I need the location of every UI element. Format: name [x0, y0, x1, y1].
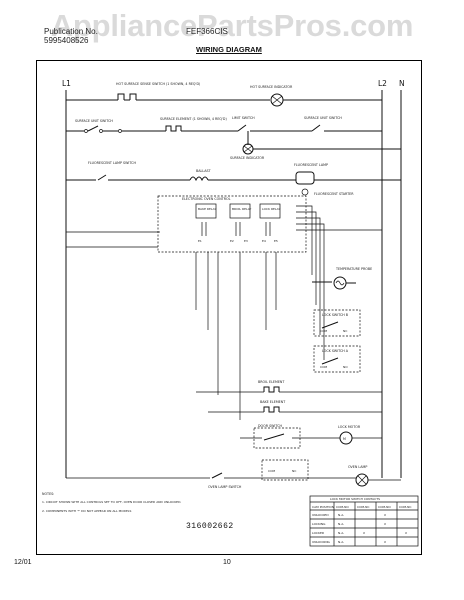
bake-element-icon	[263, 406, 280, 413]
lock-motor-icon	[339, 431, 353, 445]
oven-lamp-label: OVEN LAMP	[348, 465, 367, 469]
table-header-3: COM-NO	[378, 505, 391, 509]
svg-text:NC: NC	[343, 329, 347, 333]
lock-switch-a-label: LOCK SWITCH A	[322, 349, 349, 353]
watermark: AppliancePartsPros.com	[50, 8, 414, 43]
surface-unit-switch2-label: SURFACE UNIT SWITCH	[304, 116, 342, 120]
lock-switch-b-label: LOCK SWITCH B	[322, 313, 349, 317]
table-cell: LOCKED	[312, 531, 325, 535]
table-cell: X	[384, 522, 386, 526]
table-cell: X	[384, 513, 386, 517]
lock-motor-table	[309, 495, 419, 547]
line-l1-label: L1	[62, 79, 71, 88]
door-switch-label: DOOR SWITCH	[258, 424, 283, 428]
table-header-0: CAM POSITION	[312, 505, 334, 509]
ballast-icon	[189, 176, 209, 182]
diagram-title: WIRING DIAGRAM	[196, 45, 262, 54]
hot-indicator-label: HOT SURFACE INDICATOR	[250, 85, 293, 89]
bake-element	[208, 406, 382, 413]
fluorescent-lamp-label: FLUORESCENT LAMP	[294, 163, 328, 167]
table-cell: UNLOCKED	[312, 513, 329, 517]
lock-relay-box	[259, 203, 281, 219]
surface-element-icon	[165, 125, 182, 132]
bake-element-label: BAKE ELEMENT	[260, 400, 286, 404]
part-number: 316002662	[186, 522, 234, 531]
fluorescent-circuit	[66, 171, 401, 196]
lock-switch-a: COM NO	[313, 345, 361, 373]
diagram-frame	[36, 60, 422, 555]
door-switch-lower: COM NC	[261, 459, 309, 481]
lock-relay-label: LOCK RELAY	[262, 207, 280, 211]
svg-text:M: M	[343, 437, 346, 441]
lock-switch-b: COM NC	[313, 309, 361, 337]
oven-lamp-circuit	[66, 472, 401, 487]
broil-element-icon	[263, 386, 280, 393]
svg-text:COM: COM	[320, 365, 327, 369]
hot-surface-circuit	[66, 93, 382, 107]
broil-relay-label: BROIL RELAY	[232, 207, 252, 211]
eoc-label: ELECTRONIC OVEN CONTROL	[182, 197, 231, 201]
surface-element-circuit	[66, 124, 401, 155]
model-number: FEF366CIS	[186, 27, 228, 36]
electronic-oven-control: E1 E2 E3 E4 E5	[157, 195, 307, 253]
svg-text:COM: COM	[320, 329, 327, 333]
fluorescent-lamp-icon	[295, 171, 315, 185]
pin-e2: E2	[230, 239, 234, 243]
fluorescent-switch-label: FLUORESCENT LAMP SWITCH	[88, 161, 136, 165]
limit-switch-label: LIMIT SWITCH	[232, 116, 255, 120]
pin-e3: E3	[244, 239, 248, 243]
table-cell: X	[363, 531, 365, 535]
table-cell: X	[384, 540, 386, 544]
table-title: LOCK MOTOR SWITCH CONTACTS	[330, 497, 380, 501]
ballast-label: BALLAST	[196, 169, 212, 173]
broil-element	[196, 386, 382, 393]
table-cell: N.A.	[338, 540, 344, 544]
table-cell: X	[405, 531, 407, 535]
broil-element-label: BROIL ELEMENT	[258, 380, 285, 384]
bake-relay-label: BAKE RELAY	[198, 207, 216, 211]
footer-date: 12/01	[14, 559, 32, 566]
note-2: 2. COMPONENTS WITH '*' DO NOT APPEAR ON …	[42, 509, 132, 513]
table-header-1: COM-NO	[336, 505, 349, 509]
eoc-wiring	[66, 205, 382, 420]
svg-text:NC: NC	[292, 469, 296, 473]
oven-lamp-switch-label: OVEN LAMP SWITCH	[208, 485, 242, 489]
publication-number: 5995408526	[44, 36, 89, 45]
table-cell: N.A.	[338, 513, 344, 517]
table-header-4: COM-NC	[399, 505, 411, 509]
publication-label: Publication No.	[44, 27, 98, 36]
table-header-2: COM-NC	[357, 505, 369, 509]
fluorescent-starter-label: FLUORESCENT STARTER	[314, 192, 354, 196]
table-cell: UNLOCKING	[312, 540, 331, 544]
temperature-probe	[312, 276, 356, 290]
door-switch: M	[240, 427, 382, 449]
surface-element-label: SURFACE ELEMENT (1 SHOWN, 4 REQ'D)	[160, 117, 227, 121]
svg-text:COM: COM	[268, 469, 275, 473]
pin-e5: E5	[274, 239, 278, 243]
table-cell: LOCKING	[312, 522, 326, 526]
svg-text:NO: NO	[343, 365, 348, 369]
note-1: 1. CIRCUIT SHOWN WITH ALL CONTROLS SET T…	[42, 500, 181, 504]
line-n-label: N	[399, 79, 405, 88]
bake-relay-box	[195, 203, 217, 219]
surface-unit-switch-label: SURFACE UNIT SWITCH	[75, 119, 113, 123]
notes-heading: NOTES:	[42, 492, 54, 496]
broil-relay-box	[229, 203, 251, 219]
temp-probe-label: TEMPERATURE PROBE	[335, 267, 372, 271]
table-cell: N.A.	[338, 531, 344, 535]
table-cell: N.A.	[338, 522, 344, 526]
surface-indicator-label: SURFACE INDICATOR	[230, 156, 265, 160]
line-l2-label: L2	[378, 79, 387, 88]
pin-e4: E4	[262, 239, 266, 243]
pin-e1: E1	[198, 239, 202, 243]
hot-sensor-label: HOT SURFACE SENSE SWITCH (1 SHOWN, 4 REQ…	[116, 82, 200, 86]
footer-page: 10	[223, 559, 231, 566]
lock-motor-label: LOCK MOTOR	[338, 425, 361, 429]
fluorescent-starter-icon	[301, 188, 309, 196]
